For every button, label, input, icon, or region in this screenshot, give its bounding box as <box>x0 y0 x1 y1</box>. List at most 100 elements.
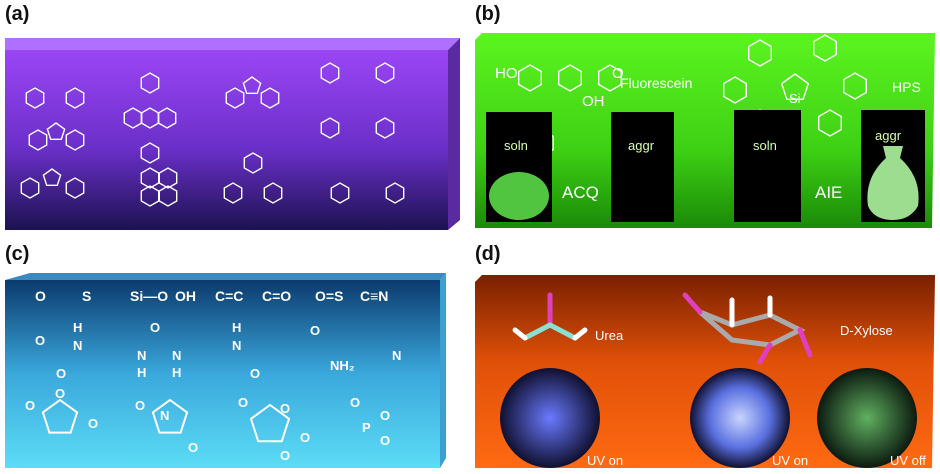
benzene-ring <box>557 64 583 92</box>
atom-label: H <box>172 365 181 380</box>
uv-on-label: UV on <box>587 453 623 468</box>
functional-group: C≡N <box>360 288 388 304</box>
functional-group: C=O <box>262 288 291 304</box>
atom-label: N <box>232 338 241 353</box>
benzene-ring <box>320 117 340 139</box>
atom-label: O <box>55 386 65 401</box>
d-xylose-label: D-Xylose <box>840 323 893 338</box>
five-membered-ring <box>249 403 291 443</box>
urea-uv-on-photo <box>500 368 600 468</box>
panel-d-label: (d) <box>475 243 501 265</box>
functional-group: C=C <box>215 288 243 304</box>
benzene-ring <box>65 177 85 199</box>
benzene-ring <box>243 152 263 174</box>
five-membered-ring <box>242 76 262 95</box>
atom-label: O <box>25 398 35 413</box>
benzene-ring <box>385 182 405 204</box>
atom-label: P <box>362 420 371 435</box>
atom-label: O <box>135 398 145 413</box>
benzene-ring <box>225 87 245 109</box>
hps-label: HPS <box>892 79 921 95</box>
panel-a-luminogens <box>5 38 460 230</box>
five-membered-ring <box>41 398 79 434</box>
atom-label: N <box>73 338 82 353</box>
benzene-ring <box>158 185 178 207</box>
benzene-ring <box>722 76 747 104</box>
oh-atom: OH <box>582 93 605 110</box>
functional-group: O=S <box>315 288 343 304</box>
five-membered-ring <box>42 168 62 187</box>
urea-label: Urea <box>595 328 624 343</box>
soln-label: soln <box>504 138 528 153</box>
atom-label: NH₂ <box>330 358 355 373</box>
atom-label: O <box>280 448 290 463</box>
aggr-label: aggr <box>628 138 655 153</box>
atom-label: O <box>56 366 66 381</box>
benzene-ring <box>260 87 280 109</box>
benzene-ring <box>818 109 842 137</box>
atom-label: O <box>310 323 320 338</box>
fluorescein-label: Fluorescein <box>620 75 692 91</box>
panel-b-label: (b) <box>475 3 501 25</box>
benzene-ring <box>813 34 837 62</box>
atom-label: O <box>300 430 310 445</box>
aggr-vial-acq <box>611 112 674 222</box>
benzene-ring <box>140 72 160 94</box>
functional-group: O <box>35 288 46 304</box>
atom-label: O <box>188 440 198 455</box>
benzene-ring <box>20 177 40 199</box>
functional-group: Si—O <box>130 288 168 304</box>
aie-label: AIE <box>815 183 842 202</box>
benzene-ring <box>28 129 48 151</box>
o-atom: O <box>612 65 624 82</box>
panel-a-label: (a) <box>5 3 30 25</box>
atom-label: O <box>380 408 390 423</box>
benzene-ring <box>330 182 350 204</box>
atom-label: N <box>392 348 401 363</box>
benzene-ring <box>597 64 623 92</box>
acq-label: ACQ <box>562 183 599 202</box>
five-membered-ring <box>46 122 66 141</box>
benzene-ring <box>65 87 85 109</box>
xylose-uv-on-photo <box>690 368 790 468</box>
atom-label: H <box>137 365 146 380</box>
functional-group: S <box>82 288 91 304</box>
benzene-ring <box>140 142 160 164</box>
atom-label: O <box>238 395 248 410</box>
atom-label: H <box>232 320 241 335</box>
uv-on-label: UV on <box>772 453 808 468</box>
atom-label: O <box>35 333 45 348</box>
benzene-ring <box>748 39 772 67</box>
soln-label: soln <box>753 138 777 153</box>
xylose-uv-off-photo <box>817 368 917 468</box>
soln-vial-aie <box>734 110 801 222</box>
atom-label: H <box>73 320 82 335</box>
panel-c-label: (c) <box>5 243 30 265</box>
benzene-ring <box>157 107 177 129</box>
five-membered-ring <box>780 73 810 101</box>
benzene-ring <box>65 129 85 151</box>
atom-label: N <box>137 348 146 363</box>
uv-off-label: UV off <box>890 453 926 468</box>
benzene-ring <box>320 62 340 84</box>
d-xylose-model <box>682 292 813 365</box>
si-atom: Si <box>789 91 801 106</box>
benzene-ring <box>518 64 543 92</box>
atom-label: O <box>350 395 360 410</box>
five-membered-ring <box>151 398 189 434</box>
benzene-ring <box>843 72 867 100</box>
atom-label: O <box>250 366 260 381</box>
ho-atom: HO <box>495 65 518 82</box>
benzene-ring <box>158 167 178 189</box>
urea-model <box>512 292 588 341</box>
atom-label: O <box>380 433 390 448</box>
atom-label: O <box>150 320 160 335</box>
atom-label: O <box>280 401 290 416</box>
atom-label: N <box>172 348 181 363</box>
benzene-ring <box>375 62 395 84</box>
aggr-label: aggr <box>875 128 902 143</box>
benzene-ring <box>25 87 45 109</box>
panel-b-acq-aie: HO O OH Fluorescein HPS Si soln aggr sol… <box>475 33 935 228</box>
benzene-ring <box>263 182 283 204</box>
